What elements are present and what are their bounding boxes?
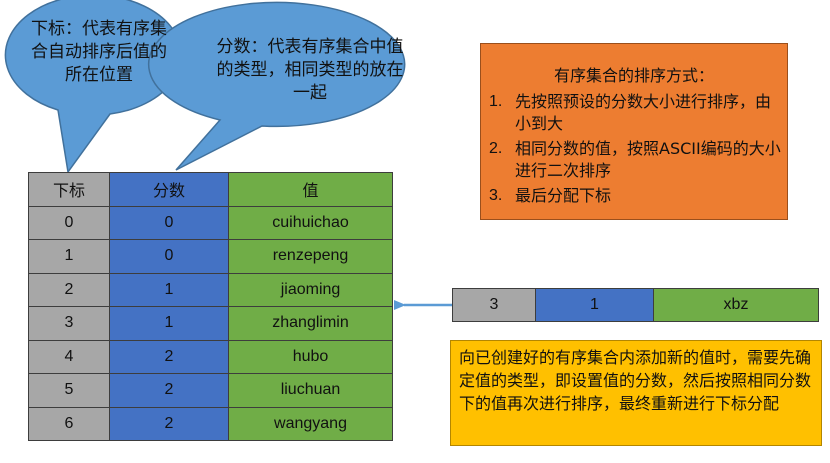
table-row: 0 0 cuihuichao [28,205,393,240]
cell-index: 4 [28,339,110,374]
table-row: 2 1 jiaoming [28,272,393,307]
sorting-rules-box: 有序集合的排序方式： 1. 先按照预设的分数大小进行排序，由小到大 2. 相同分… [480,43,788,220]
cell-value: renzepeng [228,239,393,274]
cell-score: 2 [109,339,229,374]
cell-score: 2 [109,373,229,408]
table-header-row: 下标 分数 值 [28,172,393,207]
cell-index: 0 [28,205,110,240]
cell-index: 3 [28,306,110,341]
table-row: 5 2 liuchuan [28,373,393,408]
header-value: 值 [228,172,393,207]
rule-text: 先按照预设的分数大小进行排序，由小到大 [515,92,772,133]
table-row: 6 2 wangyang [28,406,393,441]
rule-number: 1. [489,93,503,110]
cell-index: 1 [28,239,110,274]
rule-number: 2. [489,140,503,157]
cell-score: 0 [109,239,229,274]
cell-value: jiaoming [228,272,393,307]
index-callout-text: 下标：代表有序集合自动排序后值的所在位置 [31,19,167,85]
cell-score: 1 [109,306,229,341]
cell-value: hubo [228,339,393,374]
table-row: 1 0 renzepeng [28,239,393,274]
list-item: 1. 先按照预设的分数大小进行排序，由小到大 [489,91,781,135]
cell-value: cuihuichao [228,205,393,240]
cell-score: 2 [109,406,229,441]
insert-note-box: 向已创建好的有序集合内添加新的值时，需要先确定值的类型，即设置值的分数，然后按照… [450,340,822,446]
rule-number: 3. [489,187,503,204]
table-row: 3 1 zhanglimin [28,306,393,341]
new-entry-value: xbz [653,288,819,322]
score-callout-bubble [147,1,406,171]
sorted-set-table: 下标 分数 值 0 0 cuihuichao 1 0 renzepeng 2 1… [28,172,393,441]
new-entry-index: 3 [452,288,536,322]
table-row: 4 2 hubo [28,339,393,374]
new-entry-row: 3 1 xbz [452,288,819,322]
score-callout-text: 分数：代表有序集合中值的类型，相同类型的放在一起 [216,37,404,103]
list-item: 3. 最后分配下标 [489,185,781,207]
rule-text: 相同分数的值，按照ASCII编码的大小进行二次排序 [515,139,781,180]
list-item: 2. 相同分数的值，按照ASCII编码的大小进行二次排序 [489,138,781,182]
rule-text: 最后分配下标 [515,186,612,205]
header-score: 分数 [109,172,229,207]
cell-value: zhanglimin [228,306,393,341]
cell-score: 1 [109,272,229,307]
sorting-rules-list: 1. 先按照预设的分数大小进行排序，由小到大 2. 相同分数的值，按照ASCII… [489,91,781,210]
cell-index: 2 [28,272,110,307]
sorting-rules-title: 有序集合的排序方式： [553,66,714,85]
cell-score: 0 [109,205,229,240]
header-index: 下标 [28,172,110,207]
cell-value: wangyang [228,406,393,441]
new-entry-score: 1 [535,288,654,322]
cell-index: 6 [28,406,110,441]
cell-value: liuchuan [228,373,393,408]
cell-index: 5 [28,373,110,408]
